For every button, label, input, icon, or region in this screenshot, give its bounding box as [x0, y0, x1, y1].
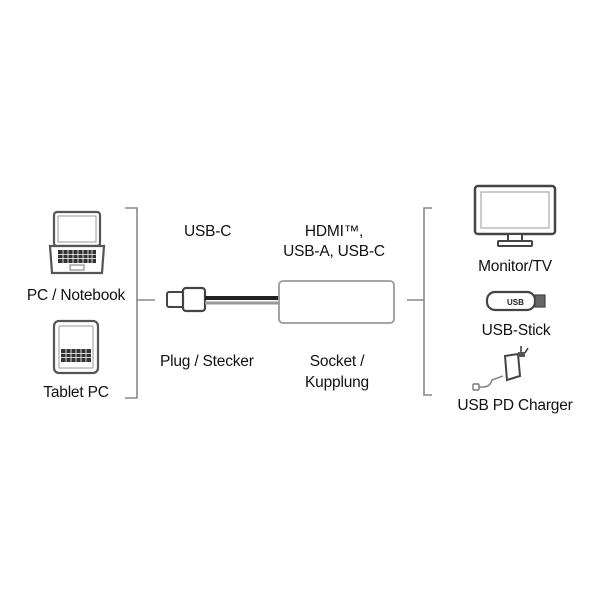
label-socket-types-line1: HDMI™,	[304, 223, 364, 240]
label-plug-caption: Plug / Stecker	[160, 353, 254, 370]
usb-stick-icon: USB	[485, 290, 546, 312]
label-pc-notebook: PC / Notebook	[26, 287, 126, 304]
label-socket-caption-line2: Kupplung	[305, 374, 369, 391]
label-usb-c-plug-type: USB-C	[184, 223, 232, 240]
left-bracket	[125, 207, 138, 399]
usb-stick-marking: USB	[507, 298, 524, 307]
laptop-icon	[48, 210, 106, 275]
label-usb-pd-charger: USB PD Charger	[457, 397, 573, 414]
cable	[205, 296, 279, 305]
adapter-body	[278, 280, 395, 324]
charger-icon	[472, 346, 529, 391]
label-monitor-tv: Monitor/TV	[478, 258, 552, 275]
monitor-icon	[473, 184, 557, 247]
label-socket-caption-line1: Socket /	[309, 353, 365, 370]
right-bracket	[423, 207, 432, 396]
label-socket-types-line2: USB-A, USB-C	[283, 243, 385, 260]
label-usb-stick: USB-Stick	[481, 322, 551, 339]
usb-c-plug-icon	[166, 286, 207, 313]
label-tablet-pc: Tablet PC	[43, 384, 109, 401]
tablet-icon	[52, 319, 100, 375]
